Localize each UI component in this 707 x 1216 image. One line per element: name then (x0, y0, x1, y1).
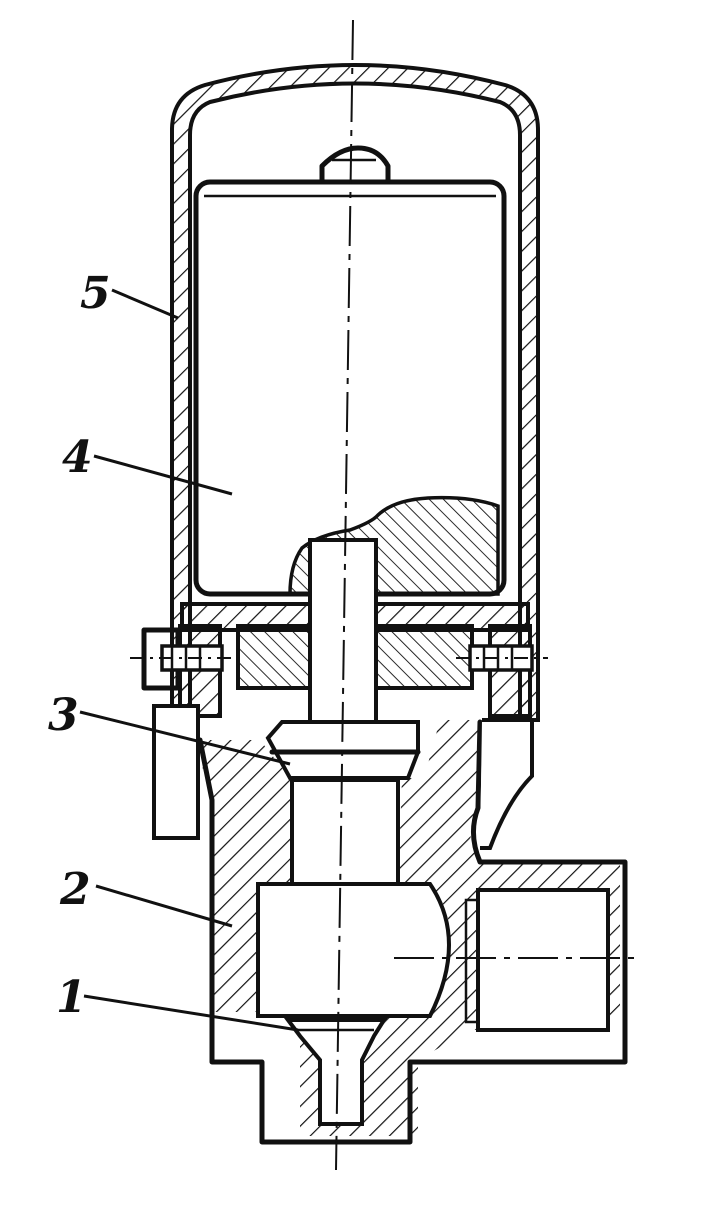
outer-cap-housing (170, 63, 540, 722)
leader-4 (93, 454, 233, 496)
right-screw (456, 644, 548, 672)
callout-5: 5 (80, 268, 111, 319)
centre-lines (335, 19, 640, 1171)
leader-5 (111, 288, 179, 320)
inlet-nozzle (284, 1018, 388, 1126)
callout-3: 3 (48, 690, 79, 741)
callout-4: 4 (62, 432, 93, 483)
callout-2: 2 (59, 864, 91, 915)
leader-lines (79, 288, 299, 1032)
callout-1: 1 (56, 972, 87, 1023)
leader-2 (95, 884, 233, 928)
callout-numbers: 5 4 3 2 1 (48, 268, 111, 1023)
left-screw (130, 627, 236, 691)
leader-1 (83, 994, 299, 1032)
leader-3 (79, 710, 291, 766)
